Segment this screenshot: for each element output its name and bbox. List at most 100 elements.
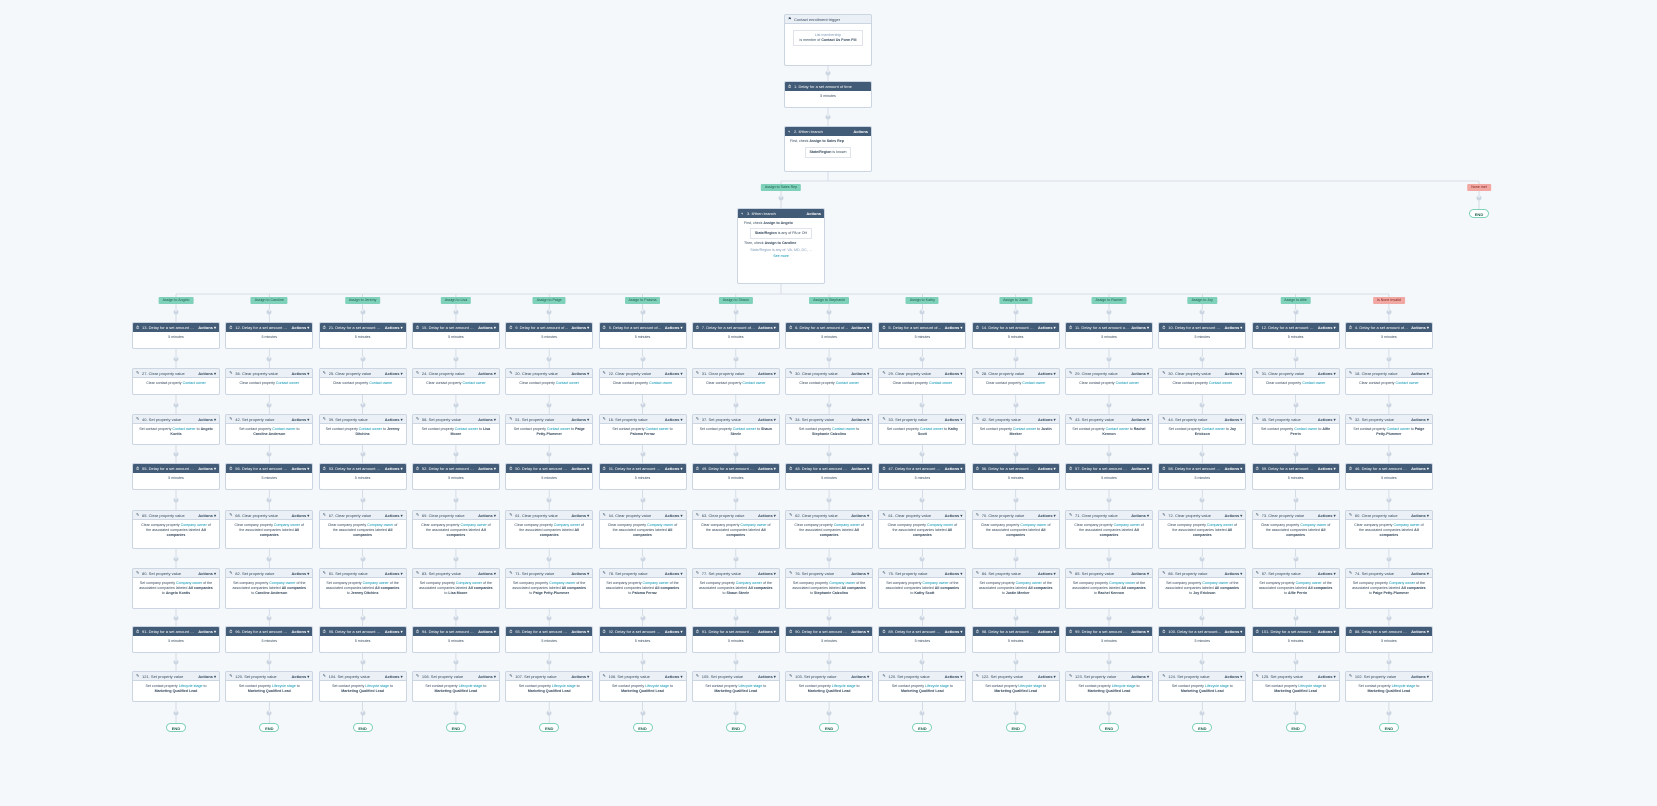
actions-menu-button[interactable]: Actions ▾ — [758, 466, 776, 471]
add-action-button[interactable]: + — [1106, 555, 1112, 561]
actions-menu-button[interactable]: Actions ▾ — [1224, 466, 1243, 471]
branch-tag-assign-sales-rep[interactable]: Assign to Sales Rep — [760, 184, 802, 191]
actions-menu-button[interactable]: Actions ▾ — [198, 416, 216, 422]
actions-menu-button[interactable]: Actions ▾ — [1131, 325, 1149, 330]
actions-menu-button[interactable]: Actions ▾ — [198, 466, 216, 471]
branch-3-actions-button[interactable]: Actions — [806, 211, 821, 216]
add-action-button[interactable]: + — [1106, 658, 1112, 665]
actions-menu-button[interactable]: Actions ▾ — [1411, 512, 1429, 518]
actions-menu-button[interactable]: Actions ▾ — [758, 370, 776, 376]
add-action-button[interactable]: + — [826, 401, 832, 407]
add-action-button[interactable]: + — [360, 496, 366, 503]
add-action-button[interactable]: + — [173, 308, 179, 315]
actions-menu-button[interactable]: Actions ▾ — [198, 673, 216, 679]
actions-menu-button[interactable]: Actions ▾ — [571, 466, 590, 471]
add-action-button[interactable]: + — [1013, 308, 1019, 315]
add-action-button[interactable]: + — [1199, 496, 1205, 503]
actions-menu-button[interactable]: Actions ▾ — [664, 416, 683, 422]
add-action-button[interactable]: + — [453, 401, 459, 407]
add-action-button[interactable]: + — [919, 614, 925, 620]
add-action-button[interactable]: + — [546, 658, 552, 665]
add-action-button[interactable]: + — [360, 614, 366, 620]
add-action-button[interactable]: + — [826, 450, 832, 457]
actions-menu-button[interactable]: Actions ▾ — [851, 629, 870, 634]
actions-menu-button[interactable]: Actions ▾ — [758, 570, 776, 576]
add-action-button[interactable]: + — [1386, 614, 1392, 620]
add-action-button[interactable]: + — [1386, 658, 1392, 665]
actions-menu-button[interactable]: Actions ▾ — [851, 673, 870, 679]
actions-menu-button[interactable]: Actions ▾ — [384, 629, 403, 634]
actions-menu-button[interactable]: Actions ▾ — [944, 673, 963, 679]
add-action-button[interactable]: + — [1293, 709, 1299, 716]
actions-menu-button[interactable]: Actions ▾ — [1317, 466, 1336, 471]
actions-menu-button[interactable]: Actions ▾ — [1037, 370, 1056, 376]
add-action-button[interactable]: + — [1106, 450, 1112, 457]
add-action-button[interactable]: + — [453, 496, 459, 503]
actions-menu-button[interactable]: Actions ▾ — [291, 570, 310, 576]
actions-menu-button[interactable]: Actions ▾ — [291, 370, 310, 376]
actions-menu-button[interactable]: Actions ▾ — [664, 629, 683, 634]
actions-menu-button[interactable]: Actions ▾ — [291, 466, 310, 471]
add-action-button[interactable]: + — [1013, 401, 1019, 407]
actions-menu-button[interactable]: Actions ▾ — [384, 512, 403, 518]
add-action-button[interactable]: + — [826, 496, 832, 503]
branch-tag-11[interactable]: Assign to Rachel — [1091, 297, 1127, 304]
actions-menu-button[interactable]: Actions ▾ — [1411, 370, 1429, 376]
add-action-button[interactable]: + — [919, 658, 925, 665]
branch-tag-7[interactable]: Assign to Shaun — [718, 297, 753, 304]
actions-menu-button[interactable]: Actions ▾ — [1037, 325, 1056, 330]
actions-menu-button[interactable]: Actions ▾ — [944, 512, 963, 518]
add-action-button[interactable]: + — [733, 401, 739, 407]
actions-menu-button[interactable]: Actions ▾ — [198, 629, 216, 634]
actions-menu-button[interactable]: Actions ▾ — [1131, 466, 1149, 471]
add-action-button[interactable]: + — [266, 450, 272, 457]
add-action-button[interactable]: + — [1293, 355, 1299, 361]
add-action-button[interactable]: + — [1199, 355, 1205, 361]
branch-3-criteria-1[interactable]: State/Region is any of PA or OH — [750, 228, 812, 239]
actions-menu-button[interactable]: Actions ▾ — [1411, 629, 1429, 634]
actions-menu-button[interactable]: Actions ▾ — [571, 325, 590, 330]
actions-menu-button[interactable]: Actions ▾ — [571, 370, 590, 376]
add-action-button[interactable]: + — [826, 709, 832, 716]
add-action-button[interactable]: + — [173, 658, 179, 665]
actions-menu-button[interactable]: Actions ▾ — [664, 325, 683, 330]
branch-tag-5[interactable]: Assign to Paige — [532, 297, 566, 304]
add-action-button[interactable]: + — [1293, 496, 1299, 503]
add-action-button[interactable]: + — [266, 355, 272, 361]
add-action-button[interactable]: + — [1293, 401, 1299, 407]
